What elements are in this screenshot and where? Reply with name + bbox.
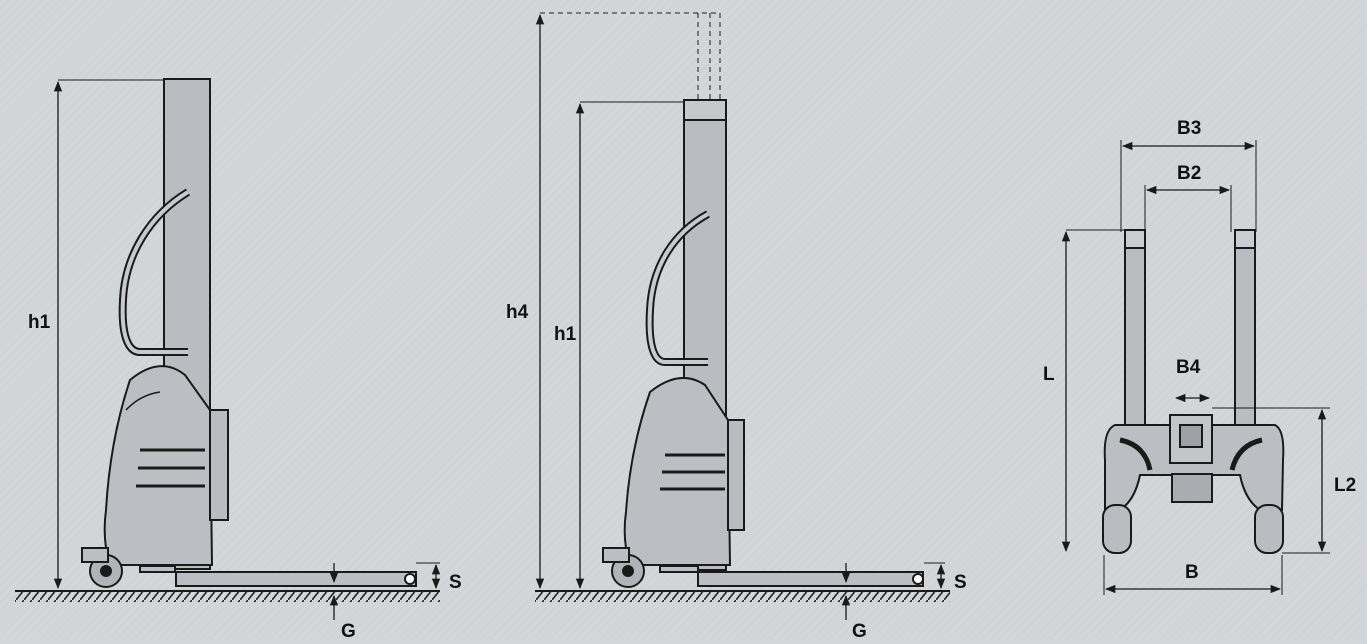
fork-roller	[404, 573, 416, 585]
top-view	[1061, 140, 1330, 595]
label-g-left: G	[341, 621, 356, 639]
label-h1-left: h1	[28, 312, 51, 333]
body-vents	[136, 448, 205, 488]
label-b: B	[1185, 562, 1199, 583]
label-h4: h4	[506, 302, 529, 323]
wheel-right	[1254, 504, 1284, 554]
label-l2: L2	[1334, 475, 1356, 496]
ground-hatch	[535, 590, 950, 602]
control-box	[727, 419, 745, 531]
body-vents	[660, 453, 725, 491]
fork-right	[1234, 229, 1256, 431]
label-b4: B4	[1176, 357, 1201, 378]
side-view-raised	[535, 12, 950, 620]
drive-unit	[1171, 473, 1213, 503]
fork-base	[139, 565, 176, 573]
drive-body	[103, 365, 214, 566]
ground-hatch	[15, 590, 440, 602]
wheel-left	[1102, 504, 1132, 554]
label-h1-right: h1	[554, 324, 577, 345]
control-box	[209, 409, 229, 521]
label-b3: B3	[1177, 118, 1201, 139]
fork-roller	[912, 573, 924, 585]
chassis	[1103, 424, 1285, 511]
label-l: L	[1043, 364, 1055, 385]
fork	[697, 571, 924, 587]
label-s-right: S	[954, 572, 967, 593]
fork-base	[659, 565, 699, 573]
label-g-right: G	[852, 621, 867, 639]
label-b2: B2	[1177, 163, 1201, 184]
label-s-left: S	[449, 572, 462, 593]
fork-left	[1124, 229, 1146, 431]
fork	[175, 571, 417, 587]
side-view-lowered	[15, 78, 441, 620]
